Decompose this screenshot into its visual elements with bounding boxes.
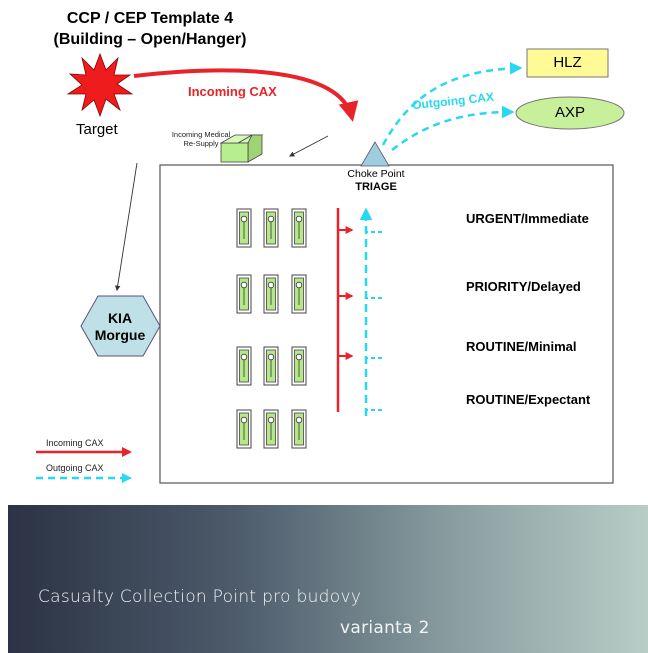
legend-incoming-label: Incoming CAX: [46, 438, 104, 448]
title-line-1: CCP / CEP Template 4: [66, 10, 234, 27]
choke-point-label: Choke Point: [347, 168, 405, 180]
banner-title: Casualty Collection Point pro budovy: [38, 587, 362, 607]
outgoing-collection-line: [359, 207, 382, 416]
category-priority: PRIORITY/Delayed: [466, 279, 581, 294]
axp-label: AXP: [554, 104, 585, 121]
incoming-distribution-line: [336, 208, 354, 412]
medical-resupply-label: Incoming Medical Re-Supply: [171, 130, 231, 148]
morgue-label: Morgue: [94, 327, 146, 343]
target-label: Target: [76, 121, 118, 138]
incoming-cax-label: Incoming CAX: [188, 84, 277, 99]
building-outline: [159, 164, 614, 484]
legend-outgoing-label: Outgoing CAX: [46, 463, 104, 473]
choke-point-triangle: [360, 141, 390, 167]
diagram-title: CCP / CEP Template 4 (Building – Open/Ha…: [30, 8, 270, 50]
category-urgent: URGENT/Immediate: [466, 211, 589, 226]
hlz-box: [526, 48, 609, 78]
morgue-transfer-arrow: [115, 162, 138, 292]
category-routine-minimal: ROUTINE/Minimal: [466, 339, 577, 354]
category-routine-expectant: ROUTINE/Expectant: [466, 392, 591, 407]
supply-delivery-arrow: [289, 135, 329, 157]
hlz-label: HLZ: [553, 54, 582, 71]
target-starburst: [66, 52, 134, 118]
incoming-cax-arrow: [133, 68, 359, 122]
axp-ellipse: [515, 96, 625, 130]
title-line-2: (Building – Open/Hanger): [53, 31, 247, 48]
outgoing-cax-arrow-hlz: [381, 62, 523, 146]
banner-subtitle: varianta 2: [340, 618, 430, 638]
kia-label: KIA: [107, 310, 133, 326]
kia-morgue-hexagon: [80, 295, 161, 357]
triage-label: TRIAGE: [355, 181, 397, 193]
medical-supply-box: [219, 134, 264, 163]
caption-banner: Casualty Collection Point pro budovy var…: [8, 505, 648, 653]
outgoing-cax-arrow-axp: [391, 105, 515, 151]
kia-morgue-label: KIA Morgue: [82, 310, 158, 344]
